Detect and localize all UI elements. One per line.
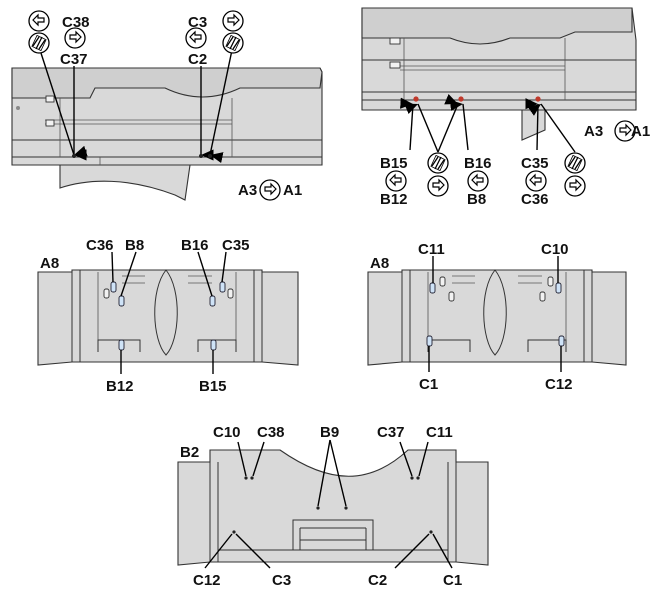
glue-icon xyxy=(427,175,449,197)
glue-icon xyxy=(385,170,407,192)
label-b8: B8 xyxy=(467,191,486,208)
label-c10: C10 xyxy=(541,241,569,258)
label-c2: C2 xyxy=(368,572,387,589)
label-c35: C35 xyxy=(521,155,549,172)
hatch-icon xyxy=(564,152,586,174)
hatch-icon xyxy=(222,32,244,54)
label-c38: C38 xyxy=(257,424,285,441)
panel-middle-right: A8 C11 C10 C1 C12 xyxy=(367,241,627,393)
label-c38: C38 xyxy=(62,14,90,31)
label-c3: C3 xyxy=(272,572,291,589)
panel-top-right: B15 B12 B16 B8 C35 C36 A3 A1 xyxy=(361,7,650,208)
label-b9: B9 xyxy=(320,424,339,441)
label-c35: C35 xyxy=(222,237,250,254)
label-b2: B2 xyxy=(180,444,199,461)
label-a8: A8 xyxy=(370,255,389,272)
label-c11: C11 xyxy=(426,424,453,441)
label-c36: C36 xyxy=(86,237,114,254)
panel-middle-left: A8 C36 B8 B16 C35 B12 B15 xyxy=(37,237,299,395)
label-c37: C37 xyxy=(377,424,405,441)
label-c12: C12 xyxy=(193,572,221,589)
glue-icon xyxy=(467,170,489,192)
label-a1: A1 xyxy=(283,182,302,199)
label-c1: C1 xyxy=(443,572,462,589)
label-a3: A3 xyxy=(584,123,603,140)
label-b15: B15 xyxy=(199,378,227,395)
label-c36: C36 xyxy=(521,191,549,208)
label-a1: A1 xyxy=(631,123,650,140)
label-c10: C10 xyxy=(213,424,241,441)
label-c3: C3 xyxy=(188,14,207,31)
label-a3: A3 xyxy=(238,182,257,199)
glue-icon xyxy=(185,27,207,49)
label-b16: B16 xyxy=(464,155,492,172)
label-b12: B12 xyxy=(106,378,134,395)
hatch-icon xyxy=(427,152,449,174)
label-c37: C37 xyxy=(60,51,88,68)
glue-icon xyxy=(564,175,586,197)
label-a8: A8 xyxy=(40,255,59,272)
label-b16: B16 xyxy=(181,237,209,254)
label-b12: B12 xyxy=(380,191,408,208)
label-b8: B8 xyxy=(125,237,144,254)
label-b15: B15 xyxy=(380,155,408,172)
label-c12: C12 xyxy=(545,376,573,393)
glue-icon xyxy=(28,10,50,32)
label-c11: C11 xyxy=(418,241,445,258)
hatch-icon xyxy=(28,32,50,54)
glue-icon xyxy=(64,27,86,49)
label-c1: C1 xyxy=(419,376,438,393)
glue-icon xyxy=(525,170,547,192)
panel-bottom: B2 C10 C38 B9 C37 C11 C12 C3 C2 C1 xyxy=(177,424,489,589)
panel-top-left: C38 C37 C3 C2 A3 A1 xyxy=(11,10,323,201)
label-c2: C2 xyxy=(188,51,207,68)
glue-icon xyxy=(222,10,244,32)
glue-icon xyxy=(259,179,281,201)
